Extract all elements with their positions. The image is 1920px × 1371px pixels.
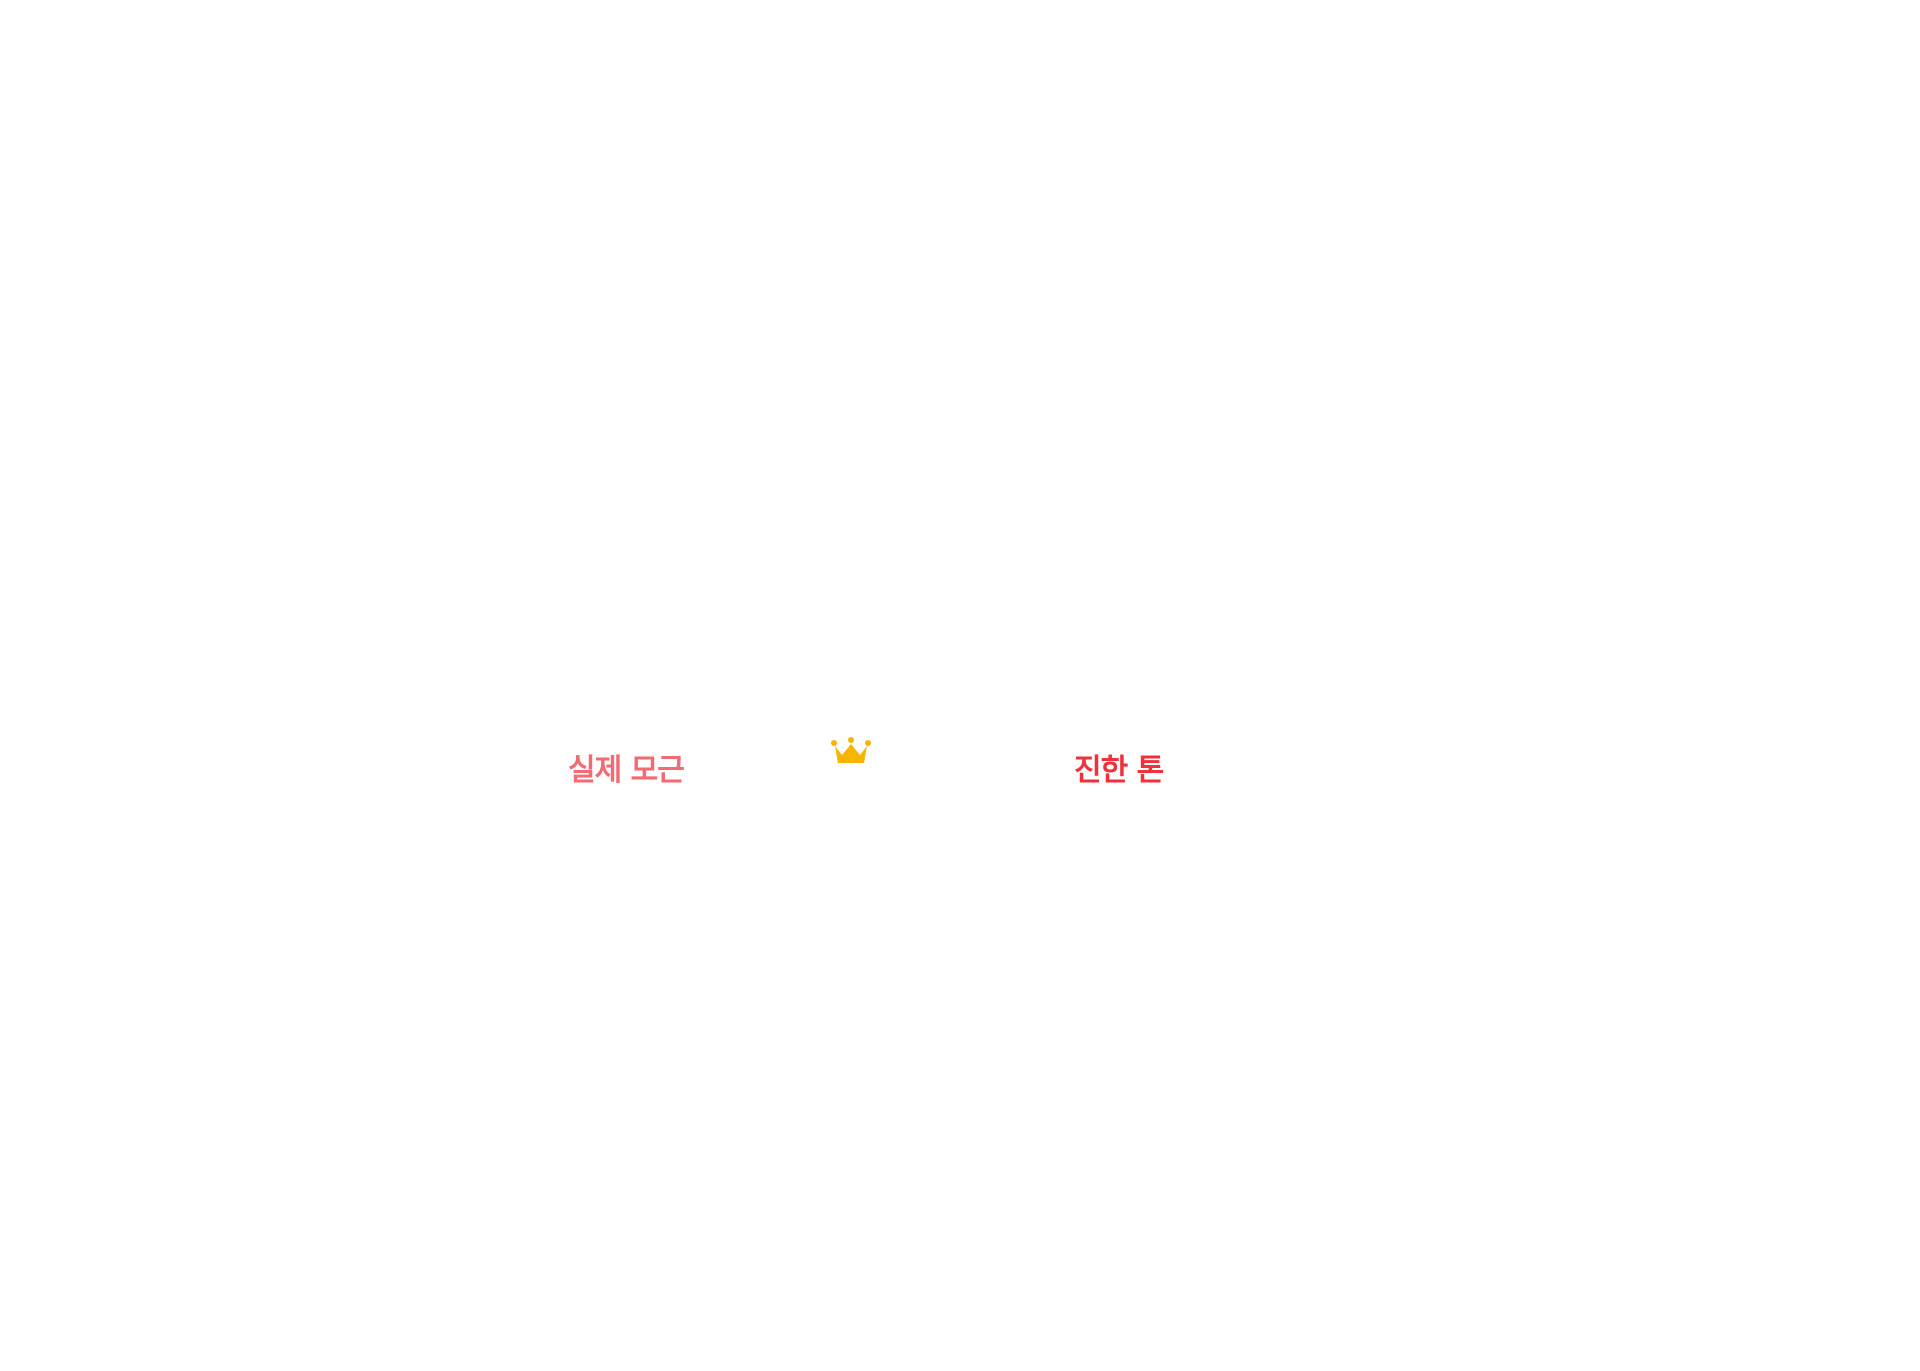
right-label: 진한 톤 [1074,753,1164,788]
crown-body [835,744,867,763]
crown-center-jewel [848,737,854,743]
crown-right-jewel [865,740,871,746]
crown-icon [831,737,871,763]
left-label: 실제 모근 [568,753,685,788]
crown-left-jewel [831,740,837,746]
